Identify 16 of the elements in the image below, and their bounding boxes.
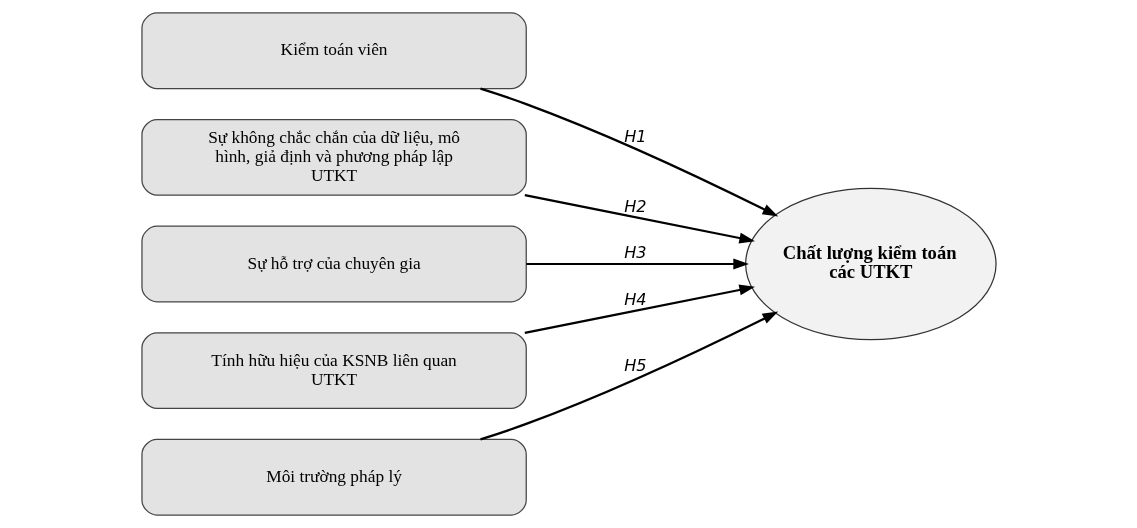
node-ellipse: Chất lượng kiểm toán các UTKT xyxy=(744,187,997,341)
arrow xyxy=(525,258,749,270)
edge-label: H2 xyxy=(623,197,647,217)
node-box: Kiểm toán viên xyxy=(140,12,527,90)
node-box: Tính hữu hiệu của KSNB liên quan UTKT xyxy=(140,332,527,410)
arrow xyxy=(524,284,755,334)
node-box: Sự không chắc chắn của dữ liệu, mô hình, giả định và phương pháp lập UTKT xyxy=(140,118,527,196)
edge-label: H4 xyxy=(623,290,647,310)
arrow xyxy=(524,194,755,244)
node-box: Sự hỗ trợ của chuyên gia xyxy=(140,225,527,303)
edge-label: H5 xyxy=(623,356,647,376)
edge-label: H1 xyxy=(623,126,647,146)
node-box: Môi trường pháp lý xyxy=(140,438,527,516)
arrow xyxy=(479,87,778,217)
edge-label: H3 xyxy=(623,243,647,263)
arrow xyxy=(479,311,778,441)
